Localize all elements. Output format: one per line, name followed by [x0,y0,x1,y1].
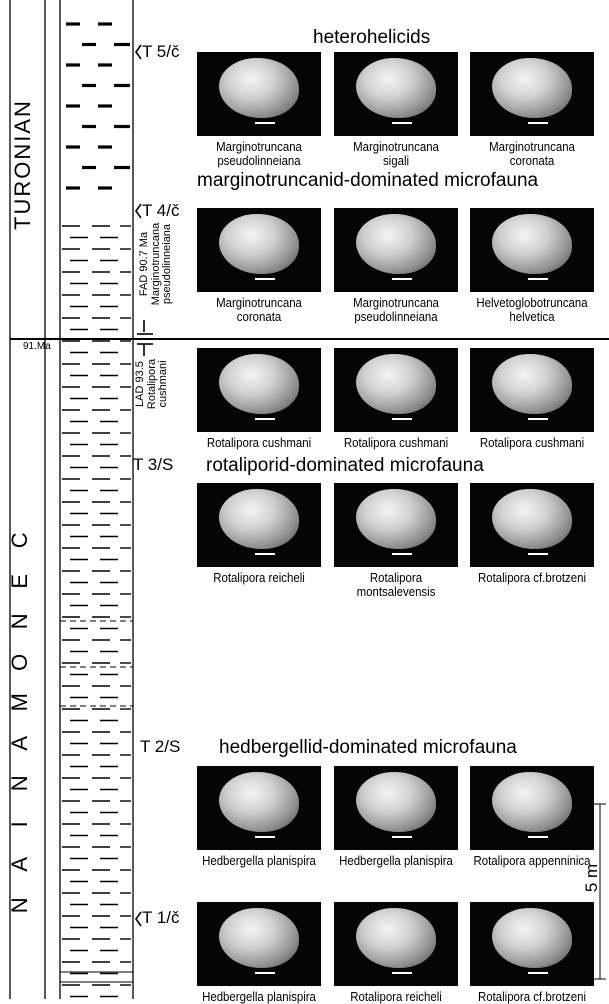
fossil-caption: Hedbergella planispira [334,854,457,868]
fossil-caption: Marginotruncana coronata [470,140,593,167]
fossil-photo [197,208,321,292]
foraminifera-specimen [219,58,299,118]
fossil-photo [197,902,321,986]
fossil-photo [334,902,458,986]
fossil-caption: Rotalipora appenninica [470,854,593,868]
scale-bar-mark [528,836,548,838]
foraminifera-specimen [492,354,572,414]
stage-cenomanian-letter: M [9,687,50,717]
scale-bar-mark [392,418,412,420]
scale-bar-mark [392,278,412,280]
boundary-age: 91.Ma [23,341,51,352]
scale-bar-mark [392,122,412,124]
scale-label: 5 m [582,864,602,892]
stage-cenomanian-letter: O [9,647,50,677]
stage-cenomanian-letter: A [9,849,50,879]
fossil-photo [197,52,321,136]
fossil-caption: Marginotruncana sigali [334,140,457,167]
fossil-photo [470,902,594,986]
fossil-caption: Rotalipora cushmani [197,436,320,450]
foraminifera-specimen [219,489,299,549]
foraminifera-specimen [492,489,572,549]
fossil-photo [334,208,458,292]
foraminifera-specimen [492,772,572,832]
fossil-photo [197,766,321,850]
title-hedbergellid: hedbergellid-dominated microfauna [219,737,517,759]
foraminifera-specimen [356,354,436,414]
foraminifera-specimen [219,354,299,414]
marker-t2: T 2/S [140,737,180,757]
dark-shale-dashes [66,24,130,188]
fossil-caption: Rotalipora cf.brotzeni [470,990,593,1004]
foraminifera-specimen [492,58,572,118]
scale-bar-mark [392,972,412,974]
fossil-caption: Rotalipora montsalevensis [334,571,457,598]
foraminifera-specimen [492,214,572,274]
foraminifera-specimen [219,908,299,968]
fossil-caption: Marginotruncana coronata [197,296,320,323]
fossil-photo [334,483,458,567]
marl-dashes [62,226,131,997]
stage-cenomanian-letter: C [9,525,50,555]
scale-bar-mark [528,122,548,124]
fossil-photo [470,52,594,136]
foraminifera-specimen [219,214,299,274]
marker-t1: T 1/č [142,908,179,928]
foraminifera-specimen [356,908,436,968]
scale-bar-mark [528,278,548,280]
fossil-photo [470,208,594,292]
stage-turonian: TURONIAN [10,110,36,230]
lad-label: LAD 93.5 Rotalipora cushmani [135,349,175,419]
fad-label: FAD 90.7 Ma Marginotruncana pseudolinnei… [139,209,181,319]
fossil-caption: Rotalipora reicheli [334,990,457,1004]
scale-bar-mark [528,972,548,974]
foraminifera-specimen [356,489,436,549]
foraminifera-specimen [492,908,572,968]
scale-bar-mark [255,418,275,420]
scale-bar-mark [255,972,275,974]
scale-bar-mark [255,278,275,280]
fossil-caption: Rotalipora cf.brotzeni [470,571,593,585]
marker-t3: T 3/S [133,455,173,475]
fossil-photo [334,52,458,136]
foraminifera-specimen [219,772,299,832]
title-marginotruncanid: marginotruncanid-dominated microfauna [197,170,538,192]
foraminifera-specimen [356,58,436,118]
scale-bar-mark [528,553,548,555]
fossil-caption: Rotalipora cushmani [334,436,457,450]
fossil-photo [470,348,594,432]
fossil-caption: Hedbergella planispira [197,990,320,1004]
foraminifera-specimen [356,772,436,832]
foraminifera-specimen [356,214,436,274]
fossil-photo [470,483,594,567]
fossil-caption: Rotalipora cushmani [470,436,593,450]
fossil-photo [197,483,321,567]
stage-cenomanian-letter: N [9,890,50,920]
fossil-caption: Hedbergella planispira [197,854,320,868]
stage-cenomanian-letter: N [9,768,50,798]
fossil-caption: Rotalipora reicheli [197,571,320,585]
fossil-photo [334,348,458,432]
scale-bar-mark [392,836,412,838]
stage-cenomanian-letter: E [9,566,50,596]
fossil-caption: Marginotruncana pseudolinneiana [197,140,320,167]
stage-cenomanian-letter: N [9,606,50,636]
fossil-photo [470,766,594,850]
stage-cenomanian-letter: I [9,809,50,839]
stage-cenomanian-letter: A [9,728,50,758]
scale-bar-mark [255,553,275,555]
scale-bar-mark [255,836,275,838]
scale-bar-mark [528,418,548,420]
scale-bar-mark [255,122,275,124]
marker-t5: T 5/č [142,42,179,62]
fossil-caption: Helvetoglobotruncana helvetica [470,296,593,323]
fossil-photo [197,348,321,432]
scale-bar-mark [392,553,412,555]
marker-arrows [136,45,141,926]
title-rotaliporid: rotaliporid-dominated microfauna [206,455,484,477]
fossil-caption: Marginotruncana pseudolinneiana [334,296,457,323]
fossil-photo [334,766,458,850]
title-heterohelicids: heterohelicids [313,27,430,49]
